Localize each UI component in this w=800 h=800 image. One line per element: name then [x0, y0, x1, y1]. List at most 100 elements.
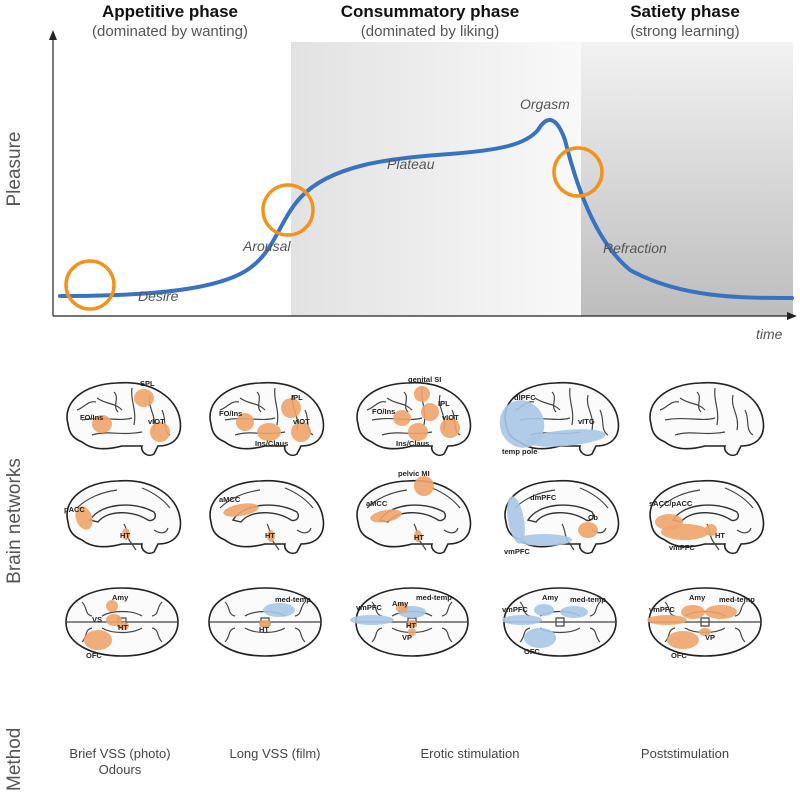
- brain-region-label: sACC/pACC: [649, 499, 693, 508]
- active-region-orange: [681, 605, 705, 619]
- curve-label-desire: Desire: [138, 288, 179, 304]
- phase-subtitle-satiety: (strong learning): [630, 23, 740, 40]
- active-region-orange: [408, 423, 428, 441]
- active-region-blue: [534, 604, 554, 616]
- active-region-orange: [119, 622, 129, 630]
- brain-region-label: Amy: [112, 593, 129, 602]
- active-region-orange: [396, 603, 408, 613]
- brain-region-label: vmPFC: [669, 543, 695, 552]
- active-region-blue: [560, 606, 588, 618]
- brain-region-label: Amy: [392, 599, 409, 608]
- brain-lateral-5: [649, 381, 765, 457]
- active-region-orange: [705, 605, 737, 619]
- active-region-orange: [661, 524, 709, 540]
- consummatory-phase-band: [291, 42, 581, 316]
- brain-region-label: VP: [705, 633, 715, 642]
- pleasure-curve-chart: [49, 30, 797, 320]
- brain-region-label: vmPFC: [649, 605, 675, 614]
- active-region-orange: [75, 506, 93, 530]
- active-region-orange: [281, 398, 301, 418]
- active-region-orange: [393, 410, 411, 426]
- y-axis-label: Pleasure: [4, 131, 25, 207]
- active-region-orange: [106, 600, 118, 612]
- y-axis-arrow: [49, 30, 57, 40]
- active-region-orange: [223, 503, 259, 517]
- brain-region-label: IPL: [438, 399, 450, 408]
- active-region-blue: [263, 603, 295, 617]
- active-region-orange: [150, 422, 170, 442]
- brain-region-label: dlPFC: [514, 393, 536, 402]
- brain-region-label: med-temp: [719, 595, 755, 604]
- brain-medial-2: aMCC HT: [209, 479, 325, 555]
- brain-region-label: temp pole: [502, 447, 537, 456]
- brain-region-label: HT: [715, 531, 725, 540]
- brain-region-label: VS: [92, 615, 102, 624]
- method-brief-vss: Brief VSS (photo) Odours: [69, 746, 171, 777]
- brain-network-grid: FO/Ins SPL vIOT FO/Ins IPL Ins/Claus vIOT genit…: [64, 375, 765, 660]
- brain-lateral-4: dlPFC vITG temp pole: [499, 381, 620, 457]
- brain-region-label: Amy: [542, 593, 559, 602]
- active-region-orange: [414, 530, 422, 542]
- active-region-orange: [414, 386, 430, 402]
- curve-label-arousal: Arousal: [243, 238, 291, 254]
- active-region-orange: [578, 522, 598, 538]
- method-label: Method: [4, 727, 25, 791]
- brain-region-label: VP: [402, 633, 412, 642]
- active-region-orange: [407, 620, 417, 628]
- active-region-orange: [106, 614, 122, 626]
- phase-title-appetitive: Appetitive phase: [101, 2, 239, 21]
- satiety-phase-band: [581, 42, 793, 316]
- curve-label-orgasm: Orgasm: [520, 96, 570, 112]
- active-region-blue: [499, 400, 545, 448]
- active-region-orange: [370, 509, 402, 523]
- x-axis-arrow: [787, 312, 797, 320]
- brain-region-label: vmPFC: [504, 547, 530, 556]
- active-region-blue: [516, 534, 572, 546]
- active-region-orange: [705, 524, 717, 536]
- highlight-circle-arousal: [261, 183, 315, 237]
- active-region-orange: [414, 476, 434, 496]
- brain-region-label: FO/Ins: [80, 413, 103, 422]
- active-region-orange: [92, 415, 112, 433]
- active-region-orange: [84, 630, 112, 650]
- active-region-orange: [408, 628, 416, 636]
- brain-region-label: vIOT: [442, 413, 459, 422]
- pleasure-curve: [58, 118, 794, 300]
- brain-region-label: IPL: [291, 393, 303, 402]
- active-region-orange: [667, 631, 699, 649]
- active-region-orange: [236, 413, 254, 431]
- brain-region-label: pelvic MI: [398, 469, 430, 478]
- brain-region-label: vmPFC: [356, 603, 382, 612]
- x-axis-label: time: [756, 326, 783, 342]
- brain-region-label: HT: [120, 531, 130, 540]
- brain-region-label: aMCC: [219, 495, 241, 504]
- brain-region-label: vITG: [578, 417, 595, 426]
- brain-region-label: HT: [259, 625, 269, 634]
- active-region-orange: [440, 418, 460, 438]
- phase-subtitle-appetitive: (dominated by wanting): [92, 23, 248, 40]
- brain-region-label: FO/Ins: [372, 407, 395, 416]
- active-region-orange: [134, 389, 154, 407]
- method-poststimulation: Poststimulation: [640, 746, 730, 761]
- brain-region-label: med-temp: [275, 595, 311, 604]
- brain-region-label: SPL: [140, 379, 155, 388]
- active-region-orange: [699, 628, 711, 636]
- brain-region-label: vIOT: [293, 417, 310, 426]
- active-region-blue: [507, 496, 525, 544]
- brain-region-label: Cb: [588, 513, 598, 522]
- active-region-orange: [647, 615, 687, 625]
- active-region-blue: [524, 628, 556, 648]
- active-region-blue: [350, 615, 394, 625]
- brain-region-label: genital SI: [408, 375, 441, 384]
- brain-region-label: Ins/Claus: [396, 439, 429, 448]
- brain-region-label: HT: [265, 531, 275, 540]
- brain-region-label: Ins/Claus: [255, 439, 288, 448]
- brain-region-label: vmPFC: [502, 605, 528, 614]
